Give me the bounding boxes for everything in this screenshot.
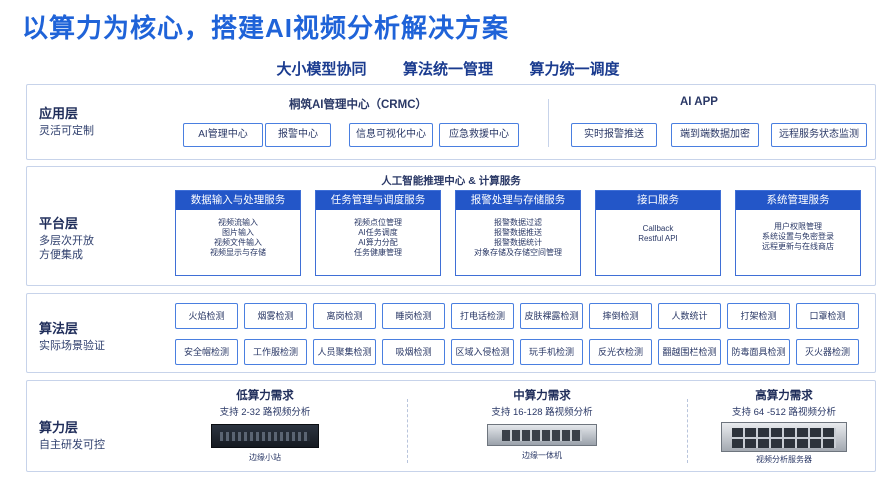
service-task-scheduling: 任务管理与调度服务 视频点位管理 AI任务调度 AI算力分配 任务健康管理 <box>315 190 441 276</box>
service-line: 系统设置与免密登录 <box>762 232 834 241</box>
service-line: 任务健康管理 <box>354 248 402 257</box>
platform-layer-name: 平台层 <box>39 216 79 231</box>
service-line: 视频文件输入 <box>214 238 262 247</box>
service-line: 对象存储及存储空间管理 <box>474 248 562 257</box>
service-data-input: 数据输入与处理服务 视频流输入 图片输入 视频文件输入 视频显示与存储 <box>175 190 301 276</box>
algorithm-layer-label: 算法层 实际场景验证 <box>39 318 105 353</box>
algo-smoking: 吸烟检测 <box>382 339 445 365</box>
algo-fence-climb: 翻越围栏检测 <box>658 339 721 365</box>
service-interface-title: 接口服务 <box>596 191 720 210</box>
application-layer: 应用层 灵活可定制 桐筑AI管理中心（CRMC） AI管理中心 报警中心 信息可… <box>26 84 876 160</box>
compute-divider <box>407 399 408 463</box>
app-item-visualization-center: 信息可视化中心 <box>349 123 433 147</box>
compute-tier-low-title: 低算力需求 <box>236 390 294 402</box>
algo-mask: 口罩检测 <box>796 303 859 329</box>
algo-intrusion: 区域入侵检测 <box>451 339 514 365</box>
service-line: Callback <box>642 224 674 233</box>
platform-layer: 平台层 多层次开放 方便集成 人工智能推理中心 & 计算服务 数据输入与处理服务… <box>26 166 876 286</box>
algo-phone-call: 打电话检测 <box>451 303 514 329</box>
algo-off-post: 离岗检测 <box>313 303 376 329</box>
compute-layer-name: 算力层 <box>39 420 79 435</box>
service-line: 远程更新与在线商店 <box>762 242 834 251</box>
service-line: AI算力分配 <box>358 238 398 247</box>
compute-layer-desc: 自主研发可控 <box>39 439 105 451</box>
platform-layer-desc-1: 多层次开放 <box>39 235 94 247</box>
app-item-realtime-alarm: 实时报警推送 <box>571 123 657 147</box>
service-task-scheduling-title: 任务管理与调度服务 <box>316 191 440 210</box>
app-item-alarm-center: 报警中心 <box>265 123 331 147</box>
algo-fall: 摔倒检测 <box>589 303 652 329</box>
algo-flame: 火焰检测 <box>175 303 238 329</box>
edge-box-image <box>211 424 319 448</box>
compute-tier-mid-title: 中算力需求 <box>513 390 571 402</box>
platform-layer-desc-2: 方便集成 <box>39 249 83 261</box>
service-alarm-storage-title: 报警处理与存储服务 <box>456 191 580 210</box>
algorithm-layer-name: 算法层 <box>39 321 79 336</box>
service-line: 报警数据统计 <box>494 238 542 247</box>
service-line: 图片输入 <box>222 228 254 237</box>
application-layer-name: 应用层 <box>39 106 79 121</box>
compute-tier-low-caption: 边缘小站 <box>249 453 281 462</box>
algo-sleep-post: 睡岗检测 <box>382 303 445 329</box>
algo-extinguisher: 灭火器检测 <box>796 339 859 365</box>
application-layer-label: 应用层 灵活可定制 <box>39 103 94 138</box>
inference-center-title: 人工智能推理中心 & 计算服务 <box>381 175 521 187</box>
analysis-server-image <box>721 422 847 452</box>
service-line: 视频流输入 <box>218 218 258 227</box>
service-system-management: 系统管理服务 用户权限管理 系统设置与免密登录 远程更新与在线商店 <box>735 190 861 276</box>
application-layer-desc: 灵活可定制 <box>39 125 94 137</box>
algo-crowd: 人员聚集检测 <box>313 339 376 365</box>
algo-smoke: 烟雾检测 <box>244 303 307 329</box>
algo-gas-mask: 防毒面具检测 <box>727 339 790 365</box>
subtitle-compute-scheduling: 算力统一调度 <box>529 61 620 78</box>
app-layer-divider <box>548 99 549 147</box>
app-item-remote-monitoring: 远程服务状态监测 <box>771 123 867 147</box>
compute-layer-label: 算力层 自主研发可控 <box>39 417 105 452</box>
compute-tier-high-caption: 视频分析服务器 <box>756 455 812 464</box>
service-data-input-title: 数据输入与处理服务 <box>176 191 300 210</box>
service-interface: 接口服务 Callback Restful API <box>595 190 721 276</box>
service-line: Restful API <box>638 234 678 243</box>
compute-tier-high-title: 高算力需求 <box>755 390 813 402</box>
app-item-e2e-encryption: 端到端数据加密 <box>671 123 759 147</box>
compute-tier-high: 高算力需求 支持 64 -512 路视频分析 视频分析服务器 <box>709 387 859 465</box>
service-alarm-storage: 报警处理与存储服务 报警数据过滤 报警数据推送 报警数据统计 对象存储及存储空间… <box>455 190 581 276</box>
compute-tier-high-sub: 支持 64 -512 路视频分析 <box>732 407 836 418</box>
compute-tier-mid-caption: 边缘一体机 <box>522 451 562 460</box>
algorithm-layer: 算法层 实际场景验证 火焰检测 烟雾检测 离岗检测 睡岗检测 打电话检测 皮肤裸… <box>26 293 876 373</box>
algo-workwear: 工作服检测 <box>244 339 307 365</box>
compute-tier-low-sub: 支持 2-32 路视频分析 <box>219 407 311 418</box>
service-line: 报警数据推送 <box>494 228 542 237</box>
algo-fight: 打架检测 <box>727 303 790 329</box>
service-line: 视频显示与存储 <box>210 248 266 257</box>
service-system-management-title: 系统管理服务 <box>736 191 860 210</box>
compute-tier-mid: 中算力需求 支持 16-128 路视频分析 边缘一体机 <box>467 387 617 461</box>
subtitle-algo-management: 算法统一管理 <box>402 61 493 78</box>
algorithm-layer-desc: 实际场景验证 <box>39 340 105 352</box>
service-line: 视频点位管理 <box>354 218 402 227</box>
service-line: 用户权限管理 <box>774 222 822 231</box>
service-line: AI任务调度 <box>358 228 398 237</box>
platform-layer-label: 平台层 多层次开放 方便集成 <box>39 213 94 262</box>
page-title: 以算力为核心，搭建AI视频分析解决方案 <box>22 13 510 43</box>
crmc-title: 桐筑AI管理中心（CRMC） <box>289 99 427 111</box>
ai-app-title: AI APP <box>680 96 718 108</box>
algo-helmet: 安全帽检测 <box>175 339 238 365</box>
compute-layer: 算力层 自主研发可控 低算力需求 支持 2-32 路视频分析 边缘小站 中算力需… <box>26 380 876 472</box>
edge-server-image <box>487 424 597 446</box>
subtitle-model-collab: 大小模型协同 <box>276 61 367 78</box>
algo-reflective-vest: 反光衣检测 <box>589 339 652 365</box>
compute-tier-mid-sub: 支持 16-128 路视频分析 <box>491 407 593 418</box>
app-item-emergency-center: 应急救援中心 <box>439 123 519 147</box>
compute-divider <box>687 399 688 463</box>
app-item-ai-management: AI管理中心 <box>183 123 263 147</box>
algo-people-count: 人数统计 <box>658 303 721 329</box>
service-line: 报警数据过滤 <box>494 218 542 227</box>
algo-skin-exposure: 皮肤裸露检测 <box>520 303 583 329</box>
compute-tier-low: 低算力需求 支持 2-32 路视频分析 边缘小站 <box>191 387 339 463</box>
algo-phone-use: 玩手机检测 <box>520 339 583 365</box>
subtitle-row: 大小模型协同 算法统一管理 算力统一调度 <box>0 58 896 79</box>
